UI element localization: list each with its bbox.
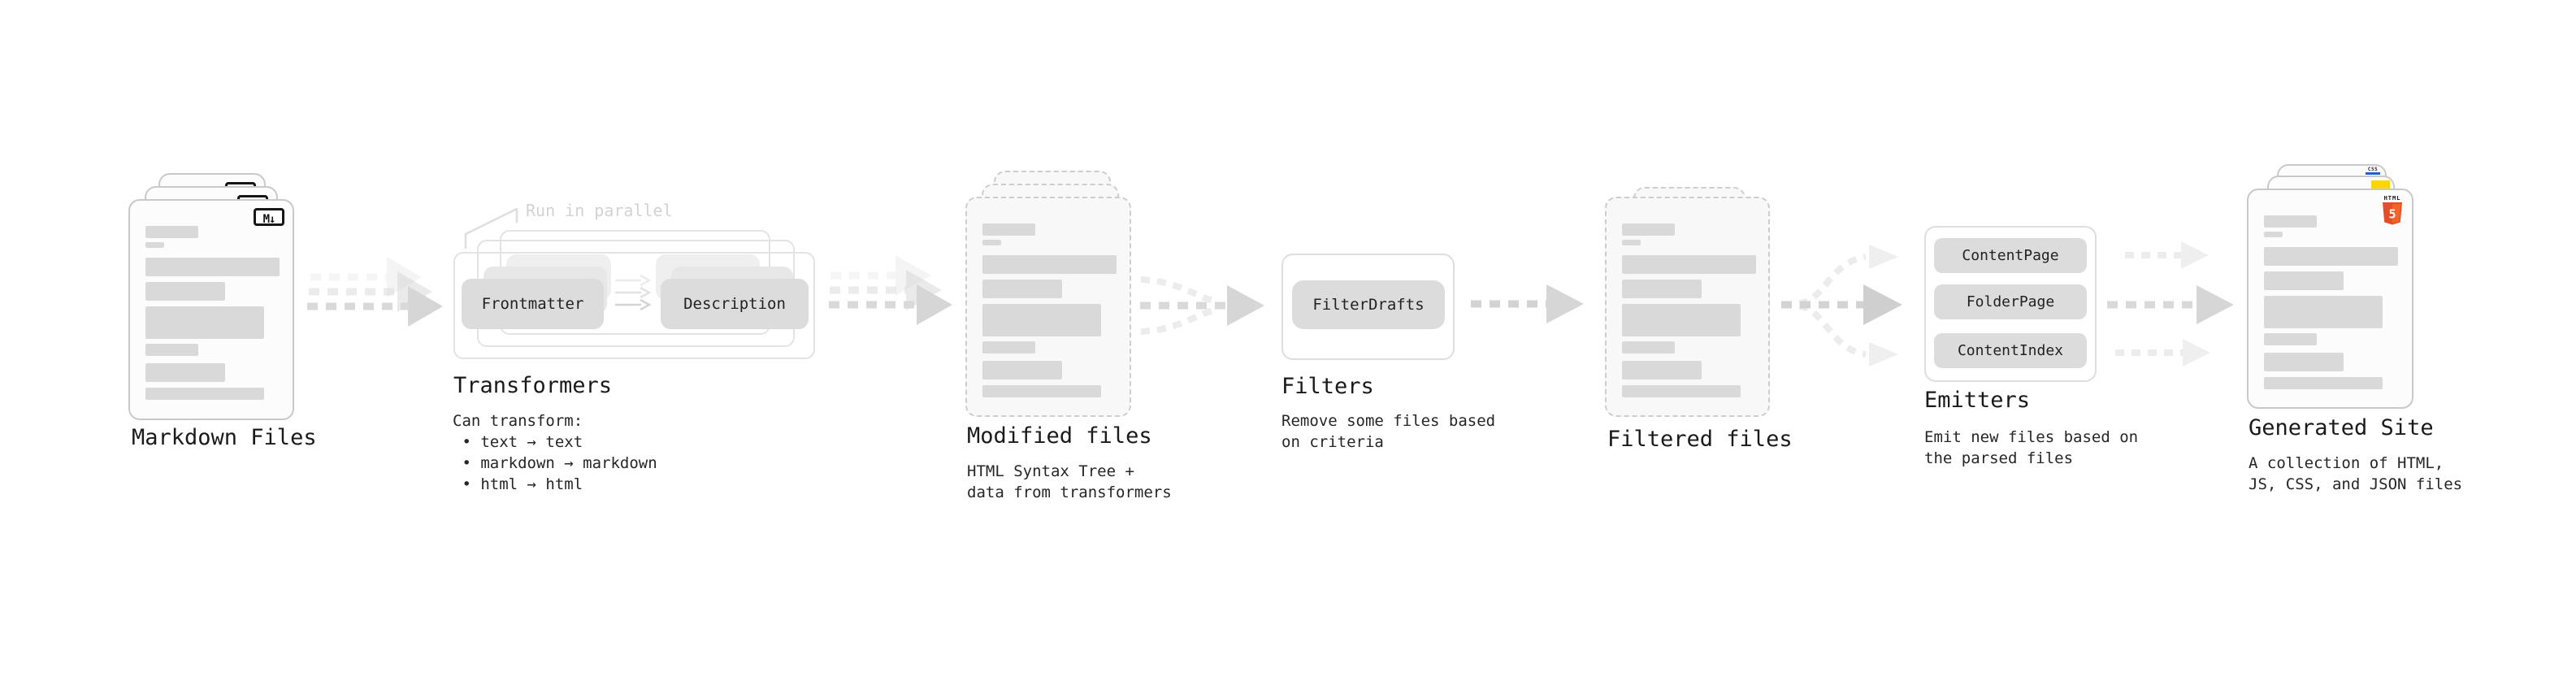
text-placeholder-bar <box>2264 215 2317 228</box>
markdown-files-title: Markdown Files <box>132 425 317 450</box>
generated-site-title: Generated Site <box>2249 415 2434 440</box>
text-placeholder-bar <box>145 258 280 276</box>
html5-icon: HTML 5 <box>2382 195 2403 228</box>
modified-files-notes: HTML Syntax Tree + data from transformer… <box>967 462 1172 501</box>
text-placeholder-bar <box>982 223 1035 236</box>
text-placeholder-bar <box>145 306 264 339</box>
arrow-filtered-to-emitters-fan-out <box>1781 245 1902 367</box>
svg-text:5: 5 <box>2388 207 2396 222</box>
emitters-title: Emitters <box>1924 388 2031 413</box>
arrow-transformers-to-modified <box>829 255 952 325</box>
text-placeholder-bar <box>145 363 225 382</box>
text-placeholder-bar <box>2264 271 2344 290</box>
text-placeholder-bar <box>145 242 164 248</box>
text-placeholder-bar <box>145 226 198 238</box>
text-placeholder-bar <box>982 280 1062 298</box>
text-placeholder-bar <box>982 240 1001 245</box>
text-placeholder-bar <box>982 385 1101 397</box>
transformer-layer-front <box>453 252 815 359</box>
markdown-icon: M↓ <box>254 208 284 226</box>
folder-page-box: FolderPage <box>1934 284 2087 319</box>
text-placeholder-bar <box>2264 333 2317 345</box>
arrow-emitters-to-generated <box>2107 241 2234 367</box>
description-box: Description <box>661 279 809 329</box>
text-placeholder-bar <box>1622 223 1675 236</box>
text-placeholder-bar <box>982 304 1101 336</box>
frontmatter-box: Frontmatter <box>462 279 604 329</box>
text-placeholder-bar <box>145 344 198 356</box>
text-placeholder-bar <box>1622 280 1702 298</box>
emitters-notes: Emit new files based on the parsed files <box>1924 428 2139 467</box>
run-in-parallel-annotation: Run in parallel <box>526 201 673 220</box>
css-file-icon: CSS <box>2366 167 2380 175</box>
text-placeholder-bar <box>982 255 1117 274</box>
text-placeholder-bar <box>2264 232 2283 237</box>
filter-drafts-box: FilterDrafts <box>1292 280 1445 329</box>
text-placeholder-bar <box>2264 247 2398 266</box>
arrow-modified-to-filters-fan-in <box>1140 276 1264 335</box>
text-placeholder-bar <box>982 361 1062 380</box>
text-placeholder-bar <box>1622 255 1756 274</box>
text-placeholder-bar <box>982 341 1035 354</box>
text-placeholder-bar <box>1622 304 1741 336</box>
text-placeholder-bar <box>2264 377 2383 389</box>
text-placeholder-bar <box>1622 341 1675 354</box>
text-placeholder-bar <box>1622 240 1641 245</box>
text-placeholder-bar <box>2264 296 2383 328</box>
generated-document-html: HTML 5 <box>2247 189 2413 409</box>
content-index-box: ContentIndex <box>1934 333 2087 368</box>
arrow-markdown-to-transformers <box>307 257 443 327</box>
filters-title: Filters <box>1281 374 1374 399</box>
js-file-icon <box>2371 180 2390 189</box>
text-placeholder-bar <box>1622 385 1741 397</box>
html5-shield: 5 <box>2383 202 2402 225</box>
text-placeholder-bar <box>145 388 264 400</box>
modified-files-title: Modified files <box>967 423 1152 449</box>
filters-notes: Remove some files based on criteria <box>1281 412 1496 451</box>
generated-site-notes: A collection of HTML, JS, CSS, and JSON … <box>2249 454 2463 493</box>
text-placeholder-bar <box>1622 361 1702 380</box>
transformers-notes: Can transform: • text → text • markdown … <box>453 412 657 493</box>
markdown-document-front: M↓ <box>128 199 294 420</box>
modified-document-front <box>965 197 1131 417</box>
filtered-files-title: Filtered files <box>1607 427 1793 452</box>
transformers-title: Transformers <box>453 373 613 398</box>
arrow-filters-to-filtered <box>1471 284 1584 323</box>
text-placeholder-bar <box>145 282 225 301</box>
filtered-document-front <box>1605 197 1770 417</box>
text-placeholder-bar <box>2264 353 2344 371</box>
content-page-box: ContentPage <box>1934 238 2087 273</box>
